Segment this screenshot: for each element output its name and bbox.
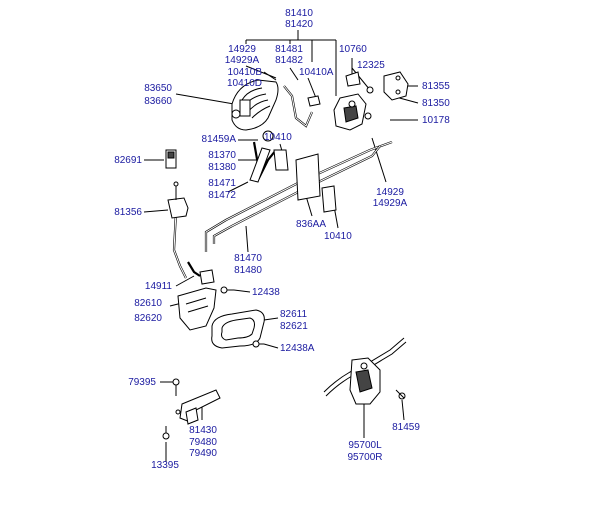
misc-clips [165, 130, 337, 213]
outside-door-handle [231, 79, 279, 131]
part-label-10760: 10760 [339, 44, 367, 55]
part-label-82620: 82620 [134, 313, 162, 324]
part-label-81350: 81350 [422, 98, 450, 109]
part-label-12325: 12325 [357, 60, 385, 71]
part-label-81481: 81481 [275, 44, 303, 55]
part-label-81459A: 81459A [201, 134, 236, 145]
part-label-10410-low: 10410 [324, 231, 352, 242]
part-label-14929-mid: 14929 [376, 187, 404, 198]
part-label-79490: 79490 [189, 448, 217, 459]
part-label-95700R: 95700R [347, 452, 383, 463]
part-label-81430: 81430 [189, 425, 217, 436]
part-label-81482: 81482 [275, 55, 303, 66]
part-label-10410-mid: 10410 [264, 132, 292, 143]
part-label-95700L: 95700L [348, 440, 382, 451]
part-label-10178: 10178 [422, 115, 450, 126]
part-label-81459: 81459 [392, 422, 420, 433]
part-label-81355: 81355 [422, 81, 450, 92]
part-label-81471: 81471 [208, 178, 236, 189]
part-label-10410A: 10410A [299, 67, 334, 78]
part-label-79395: 79395 [128, 377, 156, 388]
inside-handle-bracket [177, 269, 234, 331]
rear-latch-actuator [323, 337, 407, 405]
part-label-12438A: 12438A [280, 343, 315, 354]
part-label-83660: 83660 [144, 96, 172, 107]
part-label-10410B: 10410B [227, 67, 262, 78]
part-label-836AA: 836AA [296, 219, 327, 230]
part-label-13395: 13395 [151, 460, 179, 471]
door-latch-assembly [307, 71, 409, 131]
part-label-14929A-mid: 14929A [372, 198, 408, 209]
part-label-83650: 83650 [144, 83, 172, 94]
leader-lines [143, 30, 419, 462]
part-label-10410D: 10410D [226, 78, 262, 89]
part-label-81356: 81356 [114, 207, 142, 218]
part-label-14929A-top: 14929A [224, 55, 260, 66]
part-label-81410: 81410 [285, 8, 313, 19]
part-label-81480: 81480 [234, 265, 262, 276]
inside-handle-cover [211, 309, 265, 349]
part-label-14929-top: 14929 [228, 44, 256, 55]
part-label-81380: 81380 [208, 162, 236, 173]
part-label-12438: 12438 [252, 287, 280, 298]
part-label-81472: 81472 [208, 190, 236, 201]
part-label-82611: 82611 [280, 309, 308, 320]
part-label-81470: 81470 [234, 253, 262, 264]
part-label-79480: 79480 [189, 437, 217, 448]
door-check-assembly [162, 378, 221, 440]
part-label-81420: 81420 [285, 19, 313, 30]
linkage-rods [172, 85, 393, 279]
lock-knob-rod [167, 181, 189, 219]
part-label-81370: 81370 [208, 150, 236, 161]
part-label-82621: 82621 [280, 321, 308, 332]
part-label-82610: 82610 [134, 298, 162, 309]
part-label-14911: 14911 [144, 281, 172, 292]
part-label-82691: 82691 [114, 155, 142, 166]
